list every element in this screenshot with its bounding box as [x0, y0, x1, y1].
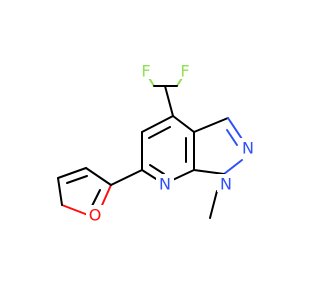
bond-furan-c4-c3 — [57, 167, 87, 179]
bond-furan-c3-c2 — [85, 167, 112, 186]
bond-furan-o-c5 — [61, 204, 89, 216]
bond-furan-c5-c4 — [57, 177, 63, 206]
bond-chf2-c4 — [164, 85, 174, 117]
bond-c9-c10 — [193, 117, 229, 133]
molecule-canvas: F F N N N O — [57, 61, 257, 225]
atom-label-layer: F F N N N O — [86, 61, 257, 225]
bond-n11-n12 — [223, 159, 243, 175]
bond-n12-methyl — [209, 190, 218, 219]
bond-furan-double-1 — [66, 175, 88, 184]
bond-layer — [57, 72, 243, 219]
bond-c10-n11-inner — [226, 129, 238, 146]
bond-c9-c4 — [172, 115, 195, 133]
pyridine-nitrogen-label: N — [159, 175, 171, 194]
pyrazole-nitrogen-label: N — [242, 139, 254, 158]
fluorine-label-right: F — [180, 62, 189, 81]
bond-c6-furan — [110, 169, 143, 186]
bond-c4-c5 — [141, 115, 174, 133]
methyl-nitrogen-label: N — [220, 175, 232, 194]
fluorine-label-left: F — [141, 62, 150, 81]
molecule-structure: F F N N N O — [57, 61, 257, 225]
bond-n12-c8 — [193, 169, 225, 175]
bond-c4-c5-inner — [148, 126, 171, 139]
bond-c10-n11 — [227, 117, 243, 140]
furan-oxygen-label: O — [89, 206, 102, 225]
bond-c6-n7-inner — [149, 164, 165, 175]
